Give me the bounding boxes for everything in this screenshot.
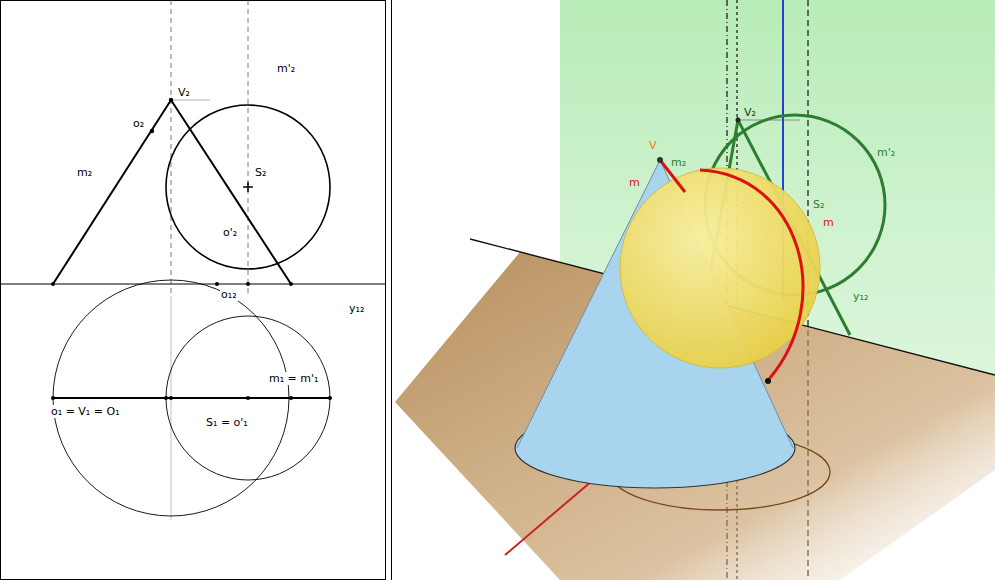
point — [51, 282, 55, 286]
point — [289, 282, 293, 286]
point — [169, 396, 173, 400]
point-label: V₂ — [177, 86, 191, 99]
point — [246, 396, 250, 400]
point-label: o'₂ — [222, 226, 238, 239]
point-label: m'₂ — [276, 62, 296, 75]
point-label: o₁₂ — [220, 288, 238, 301]
panel-frame — [391, 0, 392, 580]
point-label: m₁ = m'₁ — [268, 372, 319, 385]
reference-line — [171, 100, 210, 101]
reference-line — [171, 0, 172, 296]
center-cross — [243, 182, 253, 192]
point-label: m — [822, 216, 835, 229]
point — [736, 118, 741, 123]
point-label: o₂ — [132, 117, 145, 130]
point-label: m — [628, 176, 641, 189]
point — [164, 396, 168, 400]
point — [215, 282, 219, 286]
point — [150, 129, 154, 133]
cone-front-view — [53, 100, 291, 284]
sphere-front-view — [166, 105, 330, 269]
point-label: V — [648, 139, 658, 152]
ground-line — [0, 284, 385, 285]
point — [328, 396, 332, 400]
point — [51, 396, 55, 400]
point — [765, 378, 771, 384]
point-label: m₂ — [76, 166, 93, 179]
point — [657, 157, 663, 163]
point-label: V₂ — [743, 106, 757, 119]
sphere — [620, 168, 820, 368]
point-label: S₂ — [812, 198, 825, 211]
section-line — [53, 397, 330, 399]
point-label: m₂ — [670, 156, 687, 169]
reference-line — [248, 0, 249, 296]
point — [246, 282, 250, 286]
point-label: y₁₂ — [852, 290, 869, 303]
point-label: S₂ — [254, 166, 267, 179]
point — [289, 396, 293, 400]
point-label: m'₂ — [876, 146, 896, 159]
reference-line — [171, 296, 172, 520]
point-label: y₁₂ — [348, 302, 365, 315]
point-label: o₁ = V₁ = O₁ — [50, 405, 121, 418]
point-label: S₁ = o'₁ — [205, 416, 249, 429]
point — [169, 98, 173, 102]
intersection-curve — [700, 170, 803, 378]
panel-frame — [1, 1, 386, 580]
